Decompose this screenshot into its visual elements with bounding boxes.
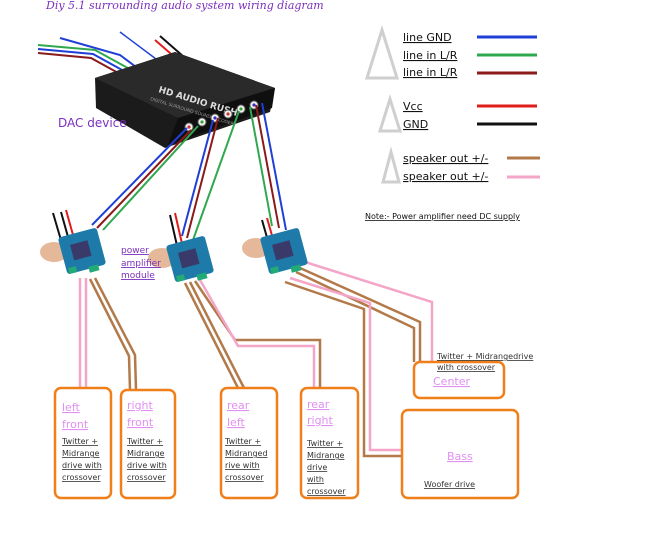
signal-wires	[91, 102, 287, 241]
speaker-left-front: left front Twitter + Midrange drive with…	[53, 386, 113, 500]
speaker-left-front-desc-3: drive with	[62, 461, 102, 470]
legend: line GND line in L/R line in L/R Vcc GND…	[364, 24, 540, 184]
speaker-right-front: right front Twitter + Midrange drive wit…	[119, 388, 177, 500]
speaker-rear-right: rear right Twitter + Midrange drive with…	[299, 386, 360, 500]
speaker-rear-left: rear left Twitter + Midranged rive with …	[219, 386, 279, 500]
speaker-left-front-name-1: left	[62, 401, 81, 414]
module-label: power amplifier module	[121, 246, 161, 281]
legend-spk-1: speaker out +/-	[403, 152, 488, 165]
speaker-rear-right-desc-2: Midrange	[307, 451, 345, 460]
amp-module-1	[40, 228, 106, 275]
speaker-rear-right-desc-5: crossover	[307, 487, 346, 496]
speaker-center-desc-2: with crossover	[437, 363, 496, 372]
amp-module-3	[242, 228, 308, 275]
speaker-center-name: Center	[433, 375, 471, 388]
dac-label: DAC device	[58, 116, 127, 130]
amp-module-2	[148, 236, 214, 283]
legend-line-gnd: line GND	[403, 31, 452, 44]
dac-device: HD AUDIO RUSH DIGITAL SURROUND SOUND DEC…	[95, 52, 275, 148]
speaker-right-front-desc-3: drive with	[127, 461, 167, 470]
speaker-rear-left-desc-2: Midranged	[225, 449, 268, 458]
speaker-bass-name: Bass	[447, 450, 473, 463]
legend-spk-2: speaker out +/-	[403, 170, 488, 183]
legend-triangle-1	[364, 24, 400, 80]
speaker-left-front-desc-1: Twitter +	[61, 437, 98, 446]
speaker-rear-left-name-1: rear	[227, 399, 250, 412]
speaker-right-front-name-2: front	[127, 416, 154, 429]
legend-line-lr-2: line in L/R	[403, 66, 458, 79]
note-dc-supply: Note:- Power amplifier need DC supply	[365, 212, 520, 221]
speaker-right-front-desc-1: Twitter +	[126, 437, 163, 446]
speaker-bass-desc: Woofer drive	[424, 480, 475, 489]
speaker-rear-left-desc-1: Twitter +	[224, 437, 261, 446]
speaker-right-front-desc-4: crossover	[127, 473, 166, 482]
speaker-rear-left-desc-4: crossover	[225, 473, 264, 482]
speaker-rear-left-name-2: left	[227, 416, 246, 429]
speaker-center: Twitter + Midrangedrive with crossover C…	[412, 352, 533, 400]
speaker-rear-right-name-2: right	[307, 414, 334, 427]
speaker-bass: Bass Woofer drive	[400, 408, 520, 500]
speaker-left-front-name-2: front	[62, 418, 89, 431]
speaker-rear-right-desc-4: with	[307, 475, 324, 484]
speaker-right-front-desc-2: Midrange	[127, 449, 165, 458]
speaker-left-front-desc-2: Midrange	[62, 449, 100, 458]
legend-vcc: Vcc	[403, 100, 423, 113]
legend-line-lr-1: line in L/R	[403, 49, 458, 62]
speaker-rear-right-desc-3: drive	[307, 463, 327, 472]
diagram-title: Diy 5.1 surrounding audio system wiring …	[45, 0, 324, 12]
speaker-right-front-name-1: right	[127, 399, 154, 412]
speaker-left-front-desc-4: crossover	[62, 473, 101, 482]
legend-triangle-3	[381, 146, 401, 184]
speaker-rear-left-desc-3: rive with	[225, 461, 260, 470]
legend-gnd: GND	[403, 118, 428, 131]
module-label-line-1: power	[121, 246, 149, 256]
module-label-line-2: amplifier	[121, 259, 161, 269]
speaker-rear-right-name-1: rear	[307, 398, 330, 411]
speaker-wires	[78, 260, 434, 458]
module-label-line-3: module	[121, 271, 155, 281]
input-wires	[37, 31, 185, 81]
legend-triangle-2	[377, 93, 403, 133]
speaker-center-desc-1: Twitter + Midrangedrive	[436, 352, 533, 361]
speaker-rear-right-desc-1: Twitter +	[306, 439, 343, 448]
